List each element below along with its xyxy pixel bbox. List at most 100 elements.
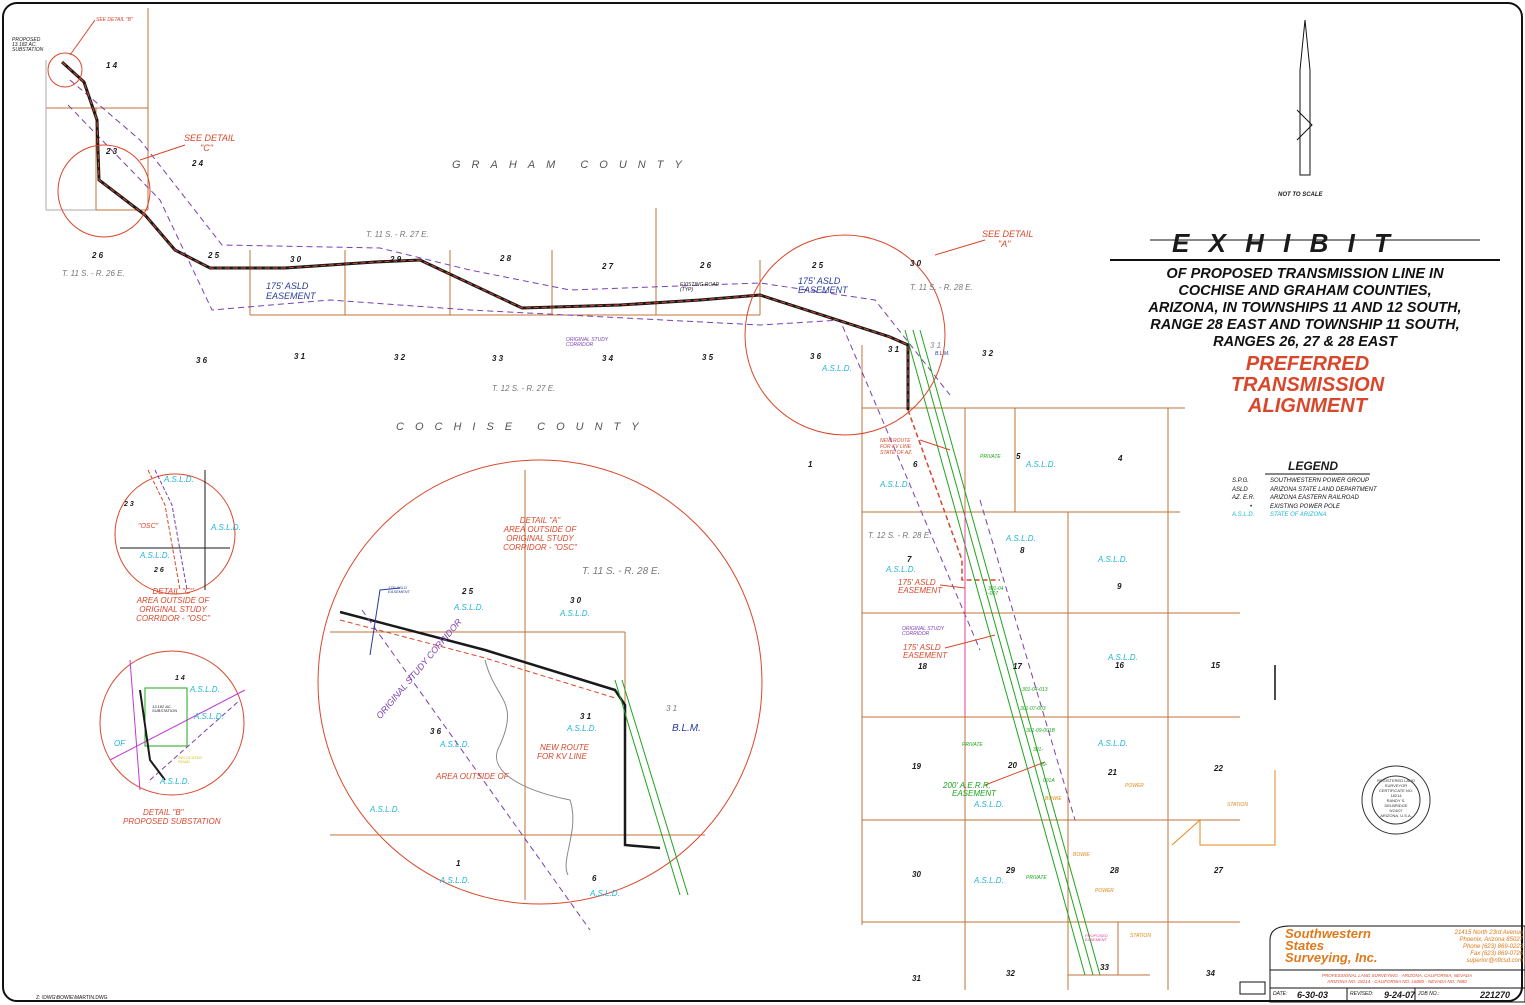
legend-desc: EXISTING POWER POLE	[1270, 503, 1341, 510]
detail-circles	[47, 52, 946, 905]
township-label: T. 11 S. - R. 26 E.	[62, 269, 125, 278]
detail-title-line: CORRIDOR - "OSC"	[503, 543, 577, 552]
callout: 001A	[1043, 778, 1055, 784]
section-number: 34	[1206, 969, 1215, 978]
job-value: 221270	[1480, 990, 1511, 1000]
legend-code: AZ. E.R.	[1232, 495, 1255, 501]
section-number: 3 2	[394, 353, 406, 362]
callout: PRIVATE	[1026, 875, 1047, 881]
asld-label: A.S.L.D.	[1108, 653, 1138, 662]
asld-label: A.S.L.D.	[190, 685, 220, 694]
legend-desc: STATE OF ARIZONA	[1270, 512, 1327, 518]
asld-label: A.S.L.D.	[1006, 534, 1036, 543]
section-number: 27	[1214, 866, 1223, 875]
asld-label: A.S.L.D.	[974, 800, 1004, 809]
section-number: 2 5	[462, 587, 474, 596]
legend-item: •EXISTING POWER POLE	[1232, 503, 1377, 512]
detail-b-substation: 13.182 AC. SUBSTATION	[152, 704, 177, 713]
section-number: 2 8	[500, 254, 512, 263]
section-number: 3 2	[982, 349, 994, 358]
subtitle-line: RANGES 26, 27 & 28 EAST	[1213, 334, 1397, 350]
section-number: 3 0	[570, 596, 582, 605]
section-number: 15	[1211, 661, 1220, 670]
callout: SEE DETAIL	[982, 229, 1034, 239]
asld-label: A.S.L.D.	[440, 740, 470, 749]
section-number: 20	[1008, 761, 1017, 770]
callout: STATE OF AZ.	[880, 450, 913, 456]
detail-title-line: DETAIL "C"	[152, 587, 194, 596]
section-number: 8	[1020, 546, 1025, 555]
detail-c-title: DETAIL "C" AREA OUTSIDE OF ORIGINAL STUD…	[118, 587, 228, 623]
callout: SEE DETAIL	[184, 133, 236, 143]
legend-code: A.S.L.D.	[1232, 512, 1255, 518]
seal-line: 9/24/07	[1389, 808, 1403, 813]
subtitle-line: RANGE 28 EAST AND TOWNSHIP 11 SOUTH,	[1150, 317, 1460, 333]
section-number: 2 6	[92, 251, 104, 260]
callout: 301-04 -007	[988, 586, 1004, 597]
section-number: 2 3	[124, 501, 134, 508]
callout: PROPOSED 13.182 AC. SUBSTATION	[12, 37, 44, 53]
section-number: 9	[1117, 582, 1122, 591]
exhibit-title: E X H I B I T	[1172, 228, 1396, 258]
asld-label: A.S.L.D.	[567, 724, 597, 733]
legend-item: AZ. E.R.ARIZONA EASTERN RAILROAD	[1232, 494, 1377, 503]
date-value: 6-30-03	[1297, 990, 1329, 1000]
callout: POWER	[1095, 888, 1114, 894]
callout: 175' ASLD	[798, 276, 841, 286]
detail-title-line: DETAIL "A"	[519, 516, 561, 525]
section-number: 4	[1118, 454, 1123, 463]
detail-a-easement: 175' ASLD EASEMENT	[388, 585, 411, 594]
seal-line: REGISTERED LAND SURVEYOR	[1377, 778, 1415, 788]
detail-c-linework	[120, 469, 230, 591]
callout: SEE DETAIL "B"	[96, 17, 133, 23]
section-number: 28	[1110, 866, 1119, 875]
file-path: Z: \DWG\BOWIE\MARTIN.DWG	[36, 995, 108, 1001]
station-parcel	[1171, 770, 1276, 846]
asld-label: A.S.L.D.	[822, 364, 852, 373]
callout: BOWIE	[1045, 796, 1062, 802]
preferred-route	[60, 60, 1000, 581]
railroad-easement	[904, 329, 1101, 976]
north-arrow-icon	[1296, 19, 1313, 176]
detail-b-linework	[109, 659, 246, 791]
asld-label: A.S.L.D.	[880, 480, 910, 489]
callout: EASEMENT	[798, 285, 848, 295]
callout: B.L.M.	[935, 351, 950, 357]
seal-line: ARIZONA, U.S.A.	[1380, 813, 1412, 818]
callout: PRIVATE	[962, 742, 983, 748]
asld-label: A.S.L.D.	[560, 609, 590, 618]
section-number: 17	[1013, 662, 1022, 671]
legend-item: S.P.G.SOUTHWESTERN POWER GROUP	[1232, 477, 1377, 486]
detail-title-line: AREA OUTSIDE OF	[503, 525, 577, 534]
callout: EASEMENT	[952, 789, 997, 798]
asld-label: A.S.L.D.	[590, 889, 620, 898]
not-to-scale: NOT TO SCALE	[1278, 192, 1323, 198]
section-number: 2 5	[208, 251, 220, 260]
services-line: PROFESSIONAL LAND SURVEYING - ARIZONA, C…	[1322, 973, 1472, 978]
legend-desc: ARIZONA STATE LAND DEPARTMENT	[1270, 486, 1377, 493]
section-number: 2 7	[602, 262, 614, 271]
detail-a-new-route: FOR KV LINE	[537, 752, 587, 761]
section-number: 19	[912, 762, 921, 771]
section-number: 3 6	[196, 356, 208, 365]
callout: ORIGINAL STUDY CORRIDOR	[902, 626, 945, 637]
section-number: 3 6	[810, 352, 822, 361]
asld-label: A.S.L.D.	[194, 712, 224, 721]
original-study-corridor	[67, 79, 1076, 821]
detail-c-osc: "OSC"	[138, 523, 159, 530]
callout: BOWIE	[1073, 852, 1090, 858]
section-number: 3 0	[910, 259, 922, 268]
seal-text: REGISTERED LAND SURVEYOR CERTIFICATE NO.…	[1370, 778, 1422, 818]
section-number: 31	[912, 974, 921, 983]
section-number: 29	[1006, 866, 1015, 875]
township-label: T. 11 S. - R. 28 E.	[910, 283, 973, 292]
asld-label: A.S.L.D.	[886, 565, 916, 574]
section-number: 6	[913, 460, 918, 469]
graham-county-label: GRAHAM COUNTY	[452, 159, 693, 171]
section-number: 6	[592, 874, 597, 883]
section-number: 1 4	[106, 61, 118, 70]
asld-label: A.S.L.D.	[974, 876, 1004, 885]
section-number: 2 4	[192, 159, 204, 168]
